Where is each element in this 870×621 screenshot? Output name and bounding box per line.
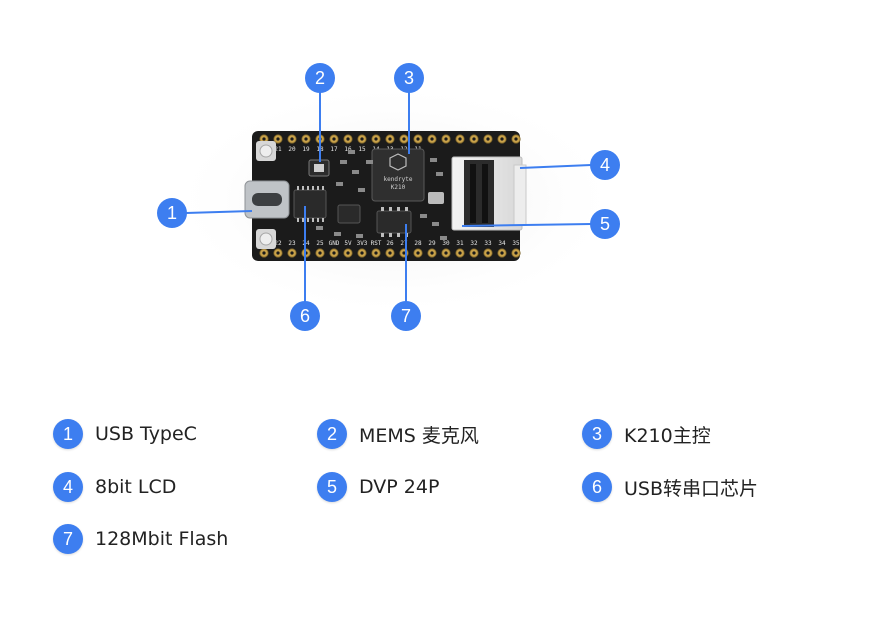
usb-typec-connector bbox=[244, 180, 290, 219]
bottom-pin-label: 27 bbox=[400, 240, 408, 247]
svg-text:6: 6 bbox=[300, 306, 310, 326]
callout-badge-1: 1 bbox=[157, 198, 187, 228]
board-diagram: 2120191817161514131211 22232425GND5V3V3R… bbox=[157, 63, 625, 331]
legend-badge-4: 4 bbox=[53, 472, 83, 502]
top-pin-number: 15 bbox=[358, 146, 366, 153]
top-pin-number: 16 bbox=[344, 146, 352, 153]
bottom-pin-label: 28 bbox=[414, 240, 422, 247]
bottom-pin-label: 23 bbox=[288, 240, 296, 247]
fpc-connectors bbox=[451, 156, 527, 231]
callout-badge-7: 7 bbox=[391, 301, 421, 331]
legend-label-usb-typec: USB TypeC bbox=[95, 423, 197, 445]
bottom-pin-label: 29 bbox=[428, 240, 436, 247]
misc-chip bbox=[337, 204, 361, 224]
chip-brand-text: kendryte bbox=[384, 176, 413, 183]
callout-badge-4: 4 bbox=[590, 150, 620, 180]
bottom-pin-label: 35 bbox=[512, 240, 520, 247]
bottom-pin-row bbox=[259, 248, 521, 258]
legend-item-2: 2 MEMS 麦克风 bbox=[317, 419, 479, 449]
legend-label-lcd: 8bit LCD bbox=[95, 476, 177, 498]
bottom-pin-label: 5V bbox=[344, 240, 352, 247]
callout-badge-5: 5 bbox=[590, 209, 620, 239]
legend-item-6: 6 USB转串口芯片 bbox=[582, 472, 758, 502]
legend-badge-3: 3 bbox=[582, 419, 612, 449]
legend-label-mems-mic: MEMS 麦克风 bbox=[359, 424, 479, 447]
bottom-pin-label: 3V3 bbox=[357, 240, 368, 247]
legend-item-4: 4 8bit LCD bbox=[53, 472, 176, 502]
legend-label-usb-serial: USB转串口芯片 bbox=[624, 477, 759, 500]
svg-text:2: 2 bbox=[315, 68, 325, 88]
bottom-pin-label: 26 bbox=[386, 240, 394, 247]
legend-badge-1: 1 bbox=[53, 419, 83, 449]
bottom-pin-label: GND bbox=[329, 240, 340, 247]
k210-chip: kendryte K210 bbox=[371, 148, 425, 202]
bottom-pin-label: 30 bbox=[442, 240, 450, 247]
svg-text:4: 4 bbox=[600, 155, 610, 175]
top-pin-number: 19 bbox=[302, 146, 310, 153]
usb-serial-chip bbox=[293, 186, 327, 222]
bottom-pin-label: 25 bbox=[316, 240, 324, 247]
chip-model-text: K210 bbox=[391, 184, 406, 191]
legend-badge-7: 7 bbox=[53, 524, 83, 554]
bottom-pin-label: 24 bbox=[302, 240, 310, 247]
boot-button bbox=[256, 229, 276, 249]
legend-item-7: 7 128Mbit Flash bbox=[53, 524, 228, 554]
svg-text:5: 5 bbox=[600, 214, 610, 234]
legend-label-flash: 128Mbit Flash bbox=[95, 528, 229, 550]
bottom-pin-label: 31 bbox=[456, 240, 464, 247]
crystal bbox=[428, 192, 444, 204]
callout-badge-6: 6 bbox=[290, 301, 320, 331]
bottom-pin-label: 34 bbox=[498, 240, 506, 247]
bottom-pin-label: 33 bbox=[484, 240, 492, 247]
legend-badge-5: 5 bbox=[317, 472, 347, 502]
bottom-pin-label: 22 bbox=[274, 240, 282, 247]
legend-item-3: 3 K210主控 bbox=[582, 419, 711, 449]
flash-chip bbox=[376, 207, 412, 237]
legend-badge-2: 2 bbox=[317, 419, 347, 449]
legend-item-1: 1 USB TypeC bbox=[53, 419, 197, 449]
reset-button bbox=[256, 141, 276, 161]
callout-badge-3: 3 bbox=[394, 63, 424, 93]
legend-item-5: 5 DVP 24P bbox=[317, 472, 439, 502]
bottom-pin-label: RST bbox=[371, 240, 382, 247]
legend-label-k210: K210主控 bbox=[624, 424, 711, 447]
bottom-pin-label: 32 bbox=[470, 240, 478, 247]
top-pin-number: 17 bbox=[330, 146, 338, 153]
callout-badge-2: 2 bbox=[305, 63, 335, 93]
top-pin-number: 21 bbox=[274, 146, 282, 153]
top-pin-number: 20 bbox=[288, 146, 296, 153]
legend-label-dvp: DVP 24P bbox=[359, 476, 440, 498]
svg-text:1: 1 bbox=[167, 203, 177, 223]
svg-text:7: 7 bbox=[401, 306, 411, 326]
callout-leader-lines bbox=[185, 92, 592, 302]
mems-microphone bbox=[308, 159, 330, 177]
smd-components bbox=[316, 150, 447, 240]
svg-text:3: 3 bbox=[404, 68, 414, 88]
top-pin-row bbox=[259, 134, 521, 144]
legend-badge-6: 6 bbox=[582, 472, 612, 502]
